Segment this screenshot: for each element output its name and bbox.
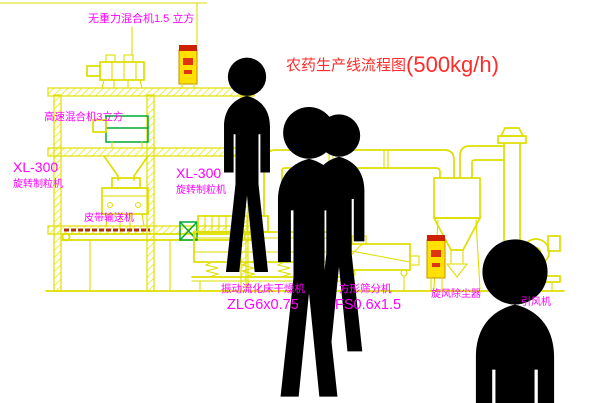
label-granulator-left-model: XL-300 <box>13 159 58 175</box>
cyclone-dust-pipe <box>450 249 464 265</box>
sieve-deck <box>345 249 411 263</box>
label-gravity-free-mixer: 无重力混合机1.5 立方 <box>88 11 194 25</box>
mixer-body <box>99 61 145 81</box>
cabinet-panel-marks <box>183 58 193 65</box>
rotary-granulator <box>101 177 149 233</box>
sieve-outlet <box>409 255 420 266</box>
cyclone-barrel <box>433 177 481 219</box>
mixer-motor <box>86 65 101 77</box>
diagram-title: 农药生产线流程图(500kg/h) <box>286 52 499 77</box>
label-cyclone: 旋风除尘器 <box>431 287 481 300</box>
cabinet-body <box>178 49 198 85</box>
conveyor-pulley <box>61 232 71 242</box>
label-dryer-name: 振动流化床干燥机 <box>221 282 305 295</box>
granulator-inlet <box>111 177 141 189</box>
cyclone-leg <box>475 219 481 290</box>
mixer-inlet-port <box>123 54 134 63</box>
label-high-speed-mixer: 高速混合机3立方 <box>44 110 123 123</box>
cabinet-top <box>179 45 197 51</box>
drawing-border-fragment <box>0 2 208 45</box>
equipment-labels: 无重力混合机1.5 立方 高速混合机3立方 XL-300 旋转制粒机 XL-30… <box>13 11 551 313</box>
worker-figures <box>224 58 600 403</box>
label-sieve-model: FS0.6x1.5 <box>335 297 401 313</box>
label-belt-conveyor: 皮带输送机 <box>84 211 134 224</box>
building-beam-middle <box>47 147 255 157</box>
cyclone-dust-cone <box>445 263 469 278</box>
label-fan: 引风机 <box>521 295 551 308</box>
label-granulator-center-name: 旋转制粒机 <box>176 183 226 196</box>
cabinet-top <box>427 235 445 241</box>
cabinet-body <box>426 239 446 279</box>
granulator-body <box>101 187 149 215</box>
mixer-motor <box>92 119 107 133</box>
mixer-inlet-port <box>105 54 116 63</box>
diagram-title-text: 农药生产线流程图 <box>286 57 406 74</box>
sieve-body <box>345 243 411 271</box>
label-sieve-name: 方形筛分机 <box>339 282 392 295</box>
fan-motor <box>547 235 561 252</box>
gravity-free-mixer <box>86 26 145 89</box>
cyclone-outlet-pipe <box>459 145 505 179</box>
building-column-left <box>53 94 62 292</box>
worker-figure-ground-left <box>476 239 554 403</box>
control-cabinet-lower <box>426 235 446 291</box>
cabinet-panel-marks <box>431 250 441 257</box>
control-cabinet-upper <box>178 45 198 89</box>
belt-conveyor <box>61 228 253 292</box>
diagram-title-capacity: (500kg/h) <box>406 52 499 77</box>
stack-rain-cap <box>499 127 525 137</box>
label-dryer-model: ZLG6x0.75 <box>227 297 299 313</box>
discharge-hopper <box>103 155 149 181</box>
building-beam-top <box>47 87 255 97</box>
label-granulator-center-model: XL-300 <box>176 165 221 181</box>
stack-cap-band <box>497 135 527 144</box>
dryer-feed-box <box>179 221 198 241</box>
label-granulator-left-name: 旋转制粒机 <box>13 177 63 190</box>
